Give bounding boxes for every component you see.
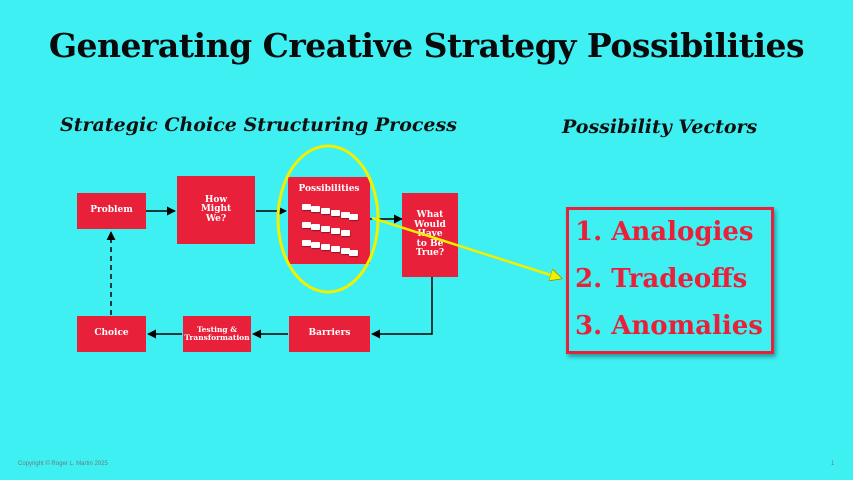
possibility-vectors-list: 1. Analogies 2. Tradeoffs 3. Anomalies <box>566 207 774 354</box>
wwhtbt-line-1: What <box>416 210 444 221</box>
arrow-wwhtbt-to-barriers <box>371 277 433 339</box>
wwhtbt-line-5: True? <box>415 248 445 259</box>
problem-label: Problem <box>90 205 133 216</box>
barriers-box: Barriers <box>289 316 370 352</box>
problem-box: Problem <box>77 193 146 229</box>
footer-copyright: Copyright © Roger L. Martin 2025 <box>18 461 108 467</box>
hmw-line-2: Might <box>200 204 232 215</box>
vector-item-anomalies: 3. Anomalies <box>575 311 763 341</box>
vector-item-analogies: 1. Analogies <box>575 217 754 247</box>
process-subtitle: Strategic Choice Structuring Process <box>60 114 457 136</box>
wwhtbt-line-4: to Be <box>416 238 444 249</box>
what-would-have-to-be-true-box: What Would Have to Be True? <box>402 193 458 277</box>
possibilities-to-vectors-arrow <box>371 216 560 278</box>
wwhtbt-line-2: Would <box>414 219 446 230</box>
slide-title: Generating Creative Strategy Possibiliti… <box>48 26 805 65</box>
choice-label: Choice <box>94 328 129 339</box>
choice-box: Choice <box>77 316 146 352</box>
possibilities-label: Possibilities <box>298 184 360 194</box>
wwhtbt-line-3: Have <box>417 229 443 240</box>
hmw-line-3: We? <box>205 213 227 224</box>
idea-cards <box>300 202 358 260</box>
testing-line-1: Testing & <box>196 325 238 335</box>
how-might-we-box: How Might We? <box>177 176 255 244</box>
page-number: 1 <box>831 461 835 467</box>
barriers-label: Barriers <box>308 328 351 339</box>
vector-item-tradeoffs: 2. Tradeoffs <box>575 264 748 294</box>
possibilities-highlight-ellipse <box>276 144 380 294</box>
testing-transformation-box: Testing & Transformation <box>183 316 251 352</box>
testing-line-2: Transformation <box>184 333 250 342</box>
hmw-line-1: How <box>204 194 228 205</box>
vectors-subtitle: Possibility Vectors <box>562 116 758 138</box>
